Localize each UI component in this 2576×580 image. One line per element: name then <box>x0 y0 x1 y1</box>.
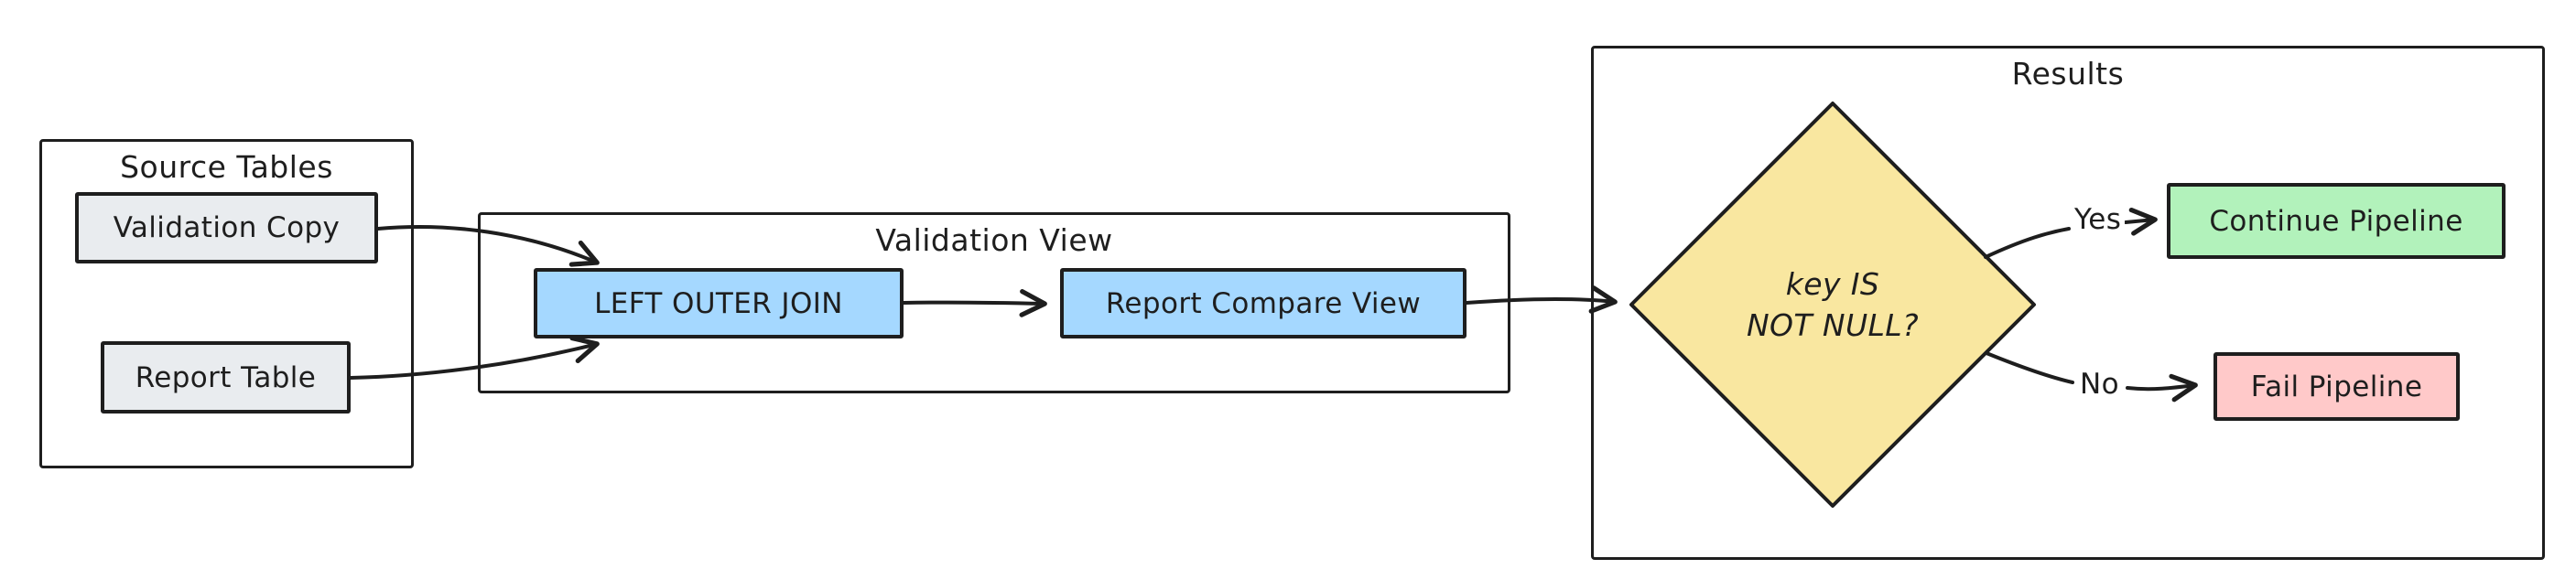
node-fail-pipeline-label: Fail Pipeline <box>2250 370 2423 403</box>
node-report-table-label: Report Table <box>135 360 317 394</box>
node-decision-label: key IS NOT NULL? <box>1695 263 1970 346</box>
group-validation-view-label: Validation View <box>875 222 1113 258</box>
node-left-outer-join: LEFT OUTER JOIN <box>534 268 904 338</box>
edge-label-yes: Yes <box>2071 203 2126 236</box>
node-report-compare-view-label: Report Compare View <box>1105 286 1422 320</box>
node-decision-label-line2: NOT NULL? <box>1746 307 1920 343</box>
node-report-compare-view: Report Compare View <box>1060 268 1467 338</box>
group-source-tables: Source Tables <box>39 139 414 468</box>
node-decision-label-line1: key IS <box>1785 266 1880 302</box>
node-report-table: Report Table <box>101 341 351 414</box>
group-source-tables-label: Source Tables <box>120 149 333 185</box>
node-continue-pipeline: Continue Pipeline <box>2167 183 2506 259</box>
node-left-outer-join-label: LEFT OUTER JOIN <box>594 286 843 320</box>
node-validation-copy-label: Validation Copy <box>113 211 341 244</box>
edge-label-no: No <box>2076 368 2123 401</box>
group-results-label: Results <box>2011 56 2125 91</box>
node-validation-copy: Validation Copy <box>75 192 378 263</box>
node-continue-pipeline-label: Continue Pipeline <box>2209 204 2463 238</box>
node-fail-pipeline: Fail Pipeline <box>2213 352 2460 421</box>
